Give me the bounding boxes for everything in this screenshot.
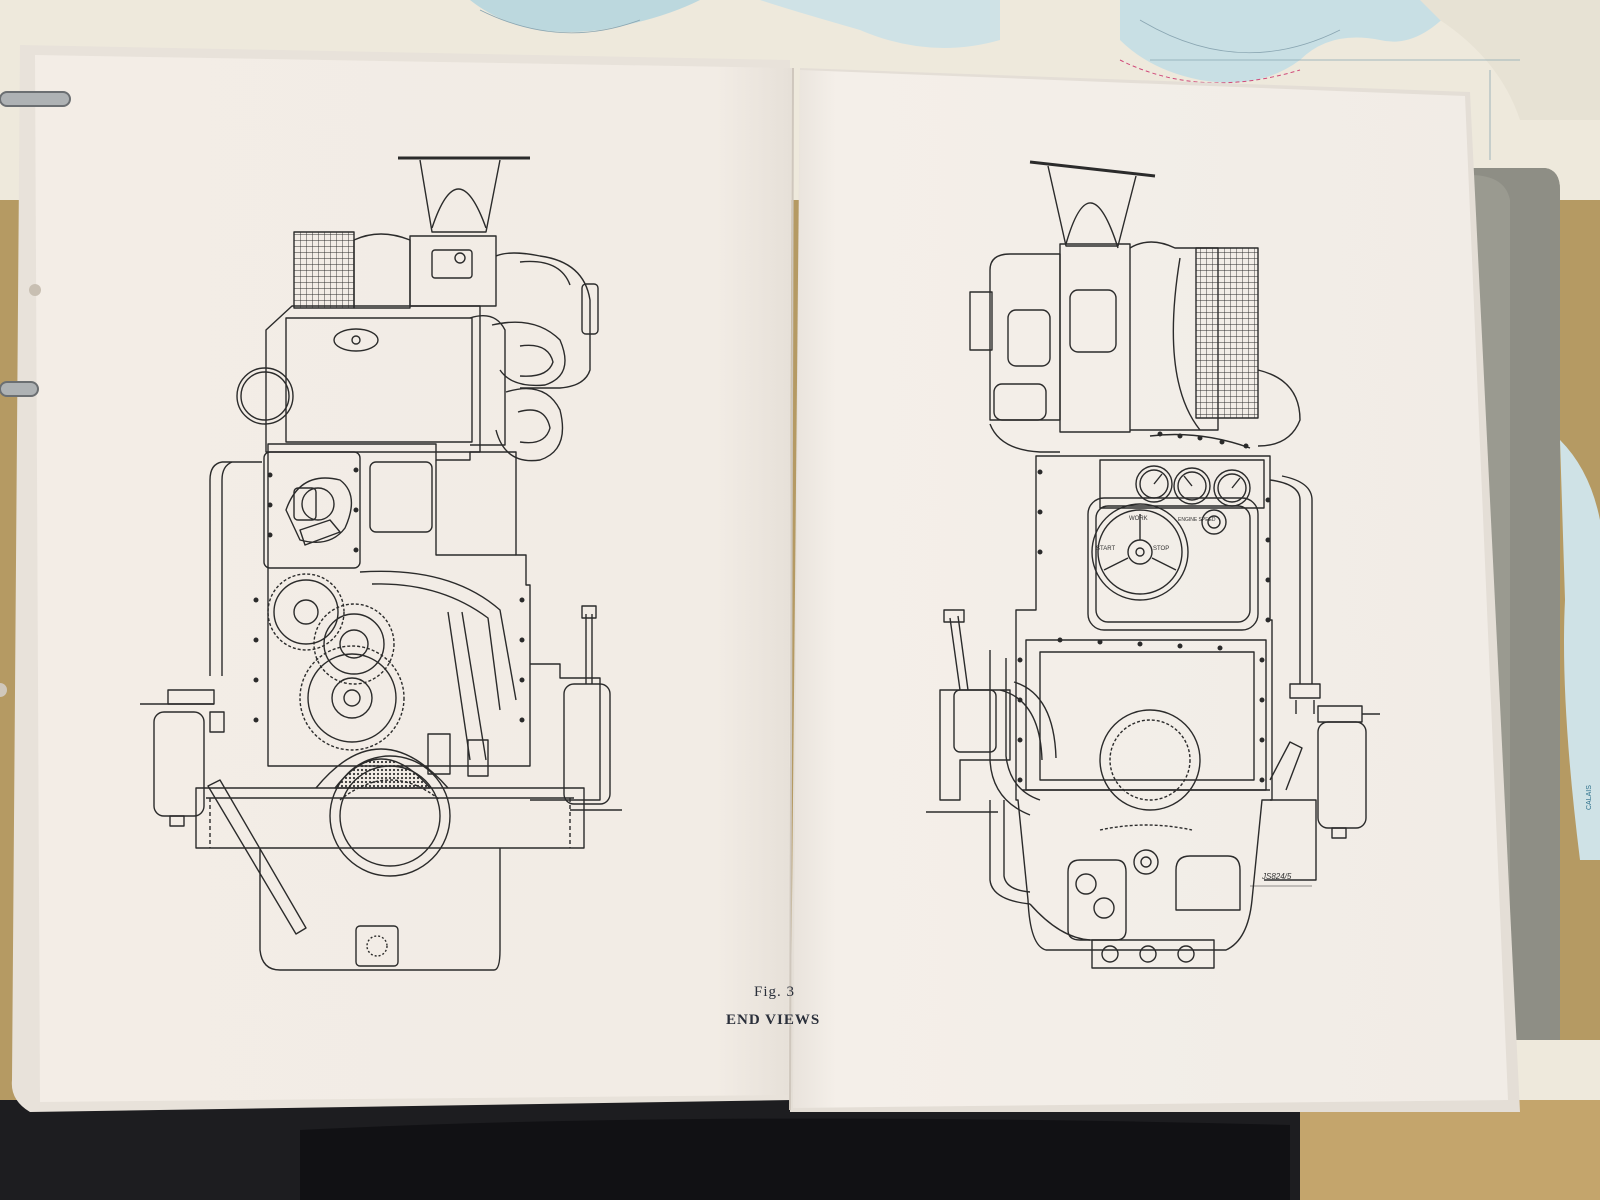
binder-rings: [0, 91, 71, 697]
left-engine-drawing: [140, 156, 622, 971]
right-page: [790, 68, 1520, 1112]
drawing-number: JS824/5: [1262, 872, 1292, 881]
work-label: WORK: [1129, 516, 1148, 522]
left-page: [11, 45, 793, 1112]
start-label: START: [1096, 546, 1116, 552]
stop-label: STOP: [1153, 546, 1170, 552]
chart-place-label: CALAIS: [1586, 785, 1593, 810]
figure-caption: END VIEWS: [726, 1012, 821, 1028]
engine-speed-label: ENGINE SPEED: [1178, 517, 1216, 523]
figure-label: Fig. 3: [754, 984, 796, 1000]
right-engine-drawing: [926, 160, 1380, 969]
